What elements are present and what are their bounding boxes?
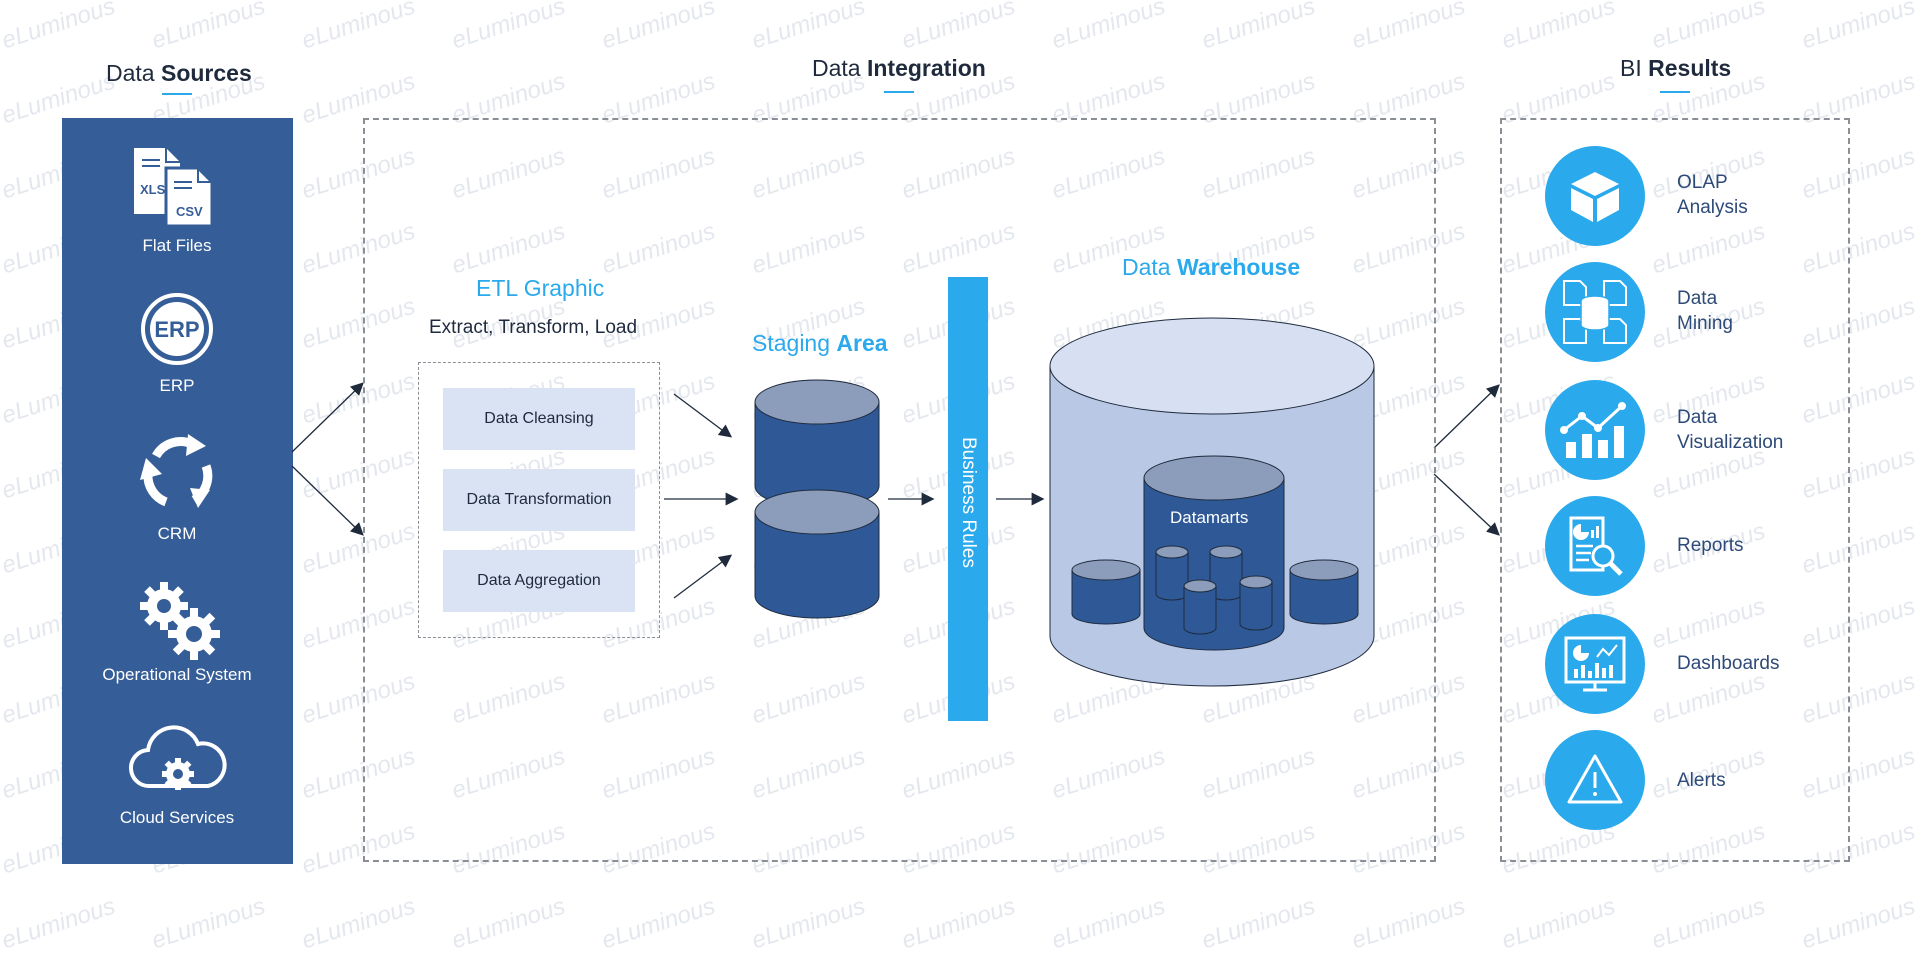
erp-icon: ERP	[141, 293, 213, 365]
header-underline	[884, 91, 914, 93]
header-underline	[162, 93, 192, 95]
etl-steps-frame	[418, 362, 660, 638]
etl-step-data-cleansing: Data Cleansing	[443, 388, 635, 450]
result-label-dashboards: Dashboards	[1677, 653, 1780, 674]
etl-title: ETL Graphic	[476, 275, 605, 301]
etl-step-data-aggregation: Data Aggregation	[443, 550, 635, 612]
result-circle-data-mining	[1545, 262, 1645, 362]
datamarts-label: Datamarts	[1170, 508, 1249, 527]
source-label-crm: CRM	[157, 524, 197, 543]
source-to-integration-arrows	[291, 382, 364, 536]
chart-trend-icon	[1560, 402, 1626, 458]
source-label-cloud-services: Cloud Services	[119, 808, 235, 827]
result-circle-dashboards	[1545, 614, 1645, 714]
integration-to-results-arrows	[1433, 384, 1500, 536]
inner-datamart-cylinders	[1155, 545, 1273, 635]
header-data-integration: Data Integration	[812, 55, 986, 81]
source-label-erp: ERP	[159, 376, 195, 395]
bi-results-frame	[1500, 118, 1850, 862]
database-docs-icon	[1563, 280, 1627, 344]
cube-icon	[1571, 172, 1619, 222]
warning-icon	[1567, 754, 1623, 804]
report-search-icon	[1569, 516, 1623, 576]
result-label-reports: Reports	[1677, 535, 1744, 556]
data-sources-panel: XLS CSV Flat Files ERP ERP CRM	[62, 118, 293, 864]
header-data-sources: Data Sources	[106, 60, 252, 86]
cloud-gear-icon	[128, 725, 227, 790]
result-label-alerts: Alerts	[1677, 770, 1726, 791]
source-label-operational-system: Operational System	[102, 665, 252, 684]
data-warehouse-cylinder	[1049, 317, 1375, 687]
business-rules-bar	[948, 277, 988, 721]
side-datamart-cylinders	[1071, 559, 1359, 625]
etl-subtitle: Extract, Transform, Load	[429, 317, 638, 338]
business-rules-label: Business Rules	[958, 437, 979, 568]
result-circle-data-visualization	[1545, 380, 1645, 480]
svg-text:XLS: XLS	[140, 182, 166, 197]
etl-to-staging-arrows	[664, 393, 739, 599]
gears-icon	[140, 582, 220, 660]
staging-area-title: Staging Area	[752, 330, 888, 356]
flat-files-icon: XLS CSV	[134, 148, 214, 228]
crm-cycle-icon	[140, 434, 213, 508]
svg-text:CSV: CSV	[176, 204, 203, 219]
result-circle-reports	[1545, 496, 1645, 596]
svg-text:ERP: ERP	[154, 317, 199, 342]
data-integration-frame	[363, 118, 1436, 862]
data-warehouse-title: Data Warehouse	[1122, 254, 1301, 280]
dashboard-icon	[1564, 636, 1626, 692]
result-circle-alerts	[1545, 730, 1645, 830]
header-underline	[1660, 91, 1690, 93]
result-circle-olap	[1545, 146, 1645, 246]
header-bi-results: BI Results	[1620, 55, 1732, 81]
staging-database-icon	[754, 379, 880, 619]
source-label-flat-files: Flat Files	[142, 236, 212, 255]
etl-step-data-transformation: Data Transformation	[443, 469, 635, 531]
